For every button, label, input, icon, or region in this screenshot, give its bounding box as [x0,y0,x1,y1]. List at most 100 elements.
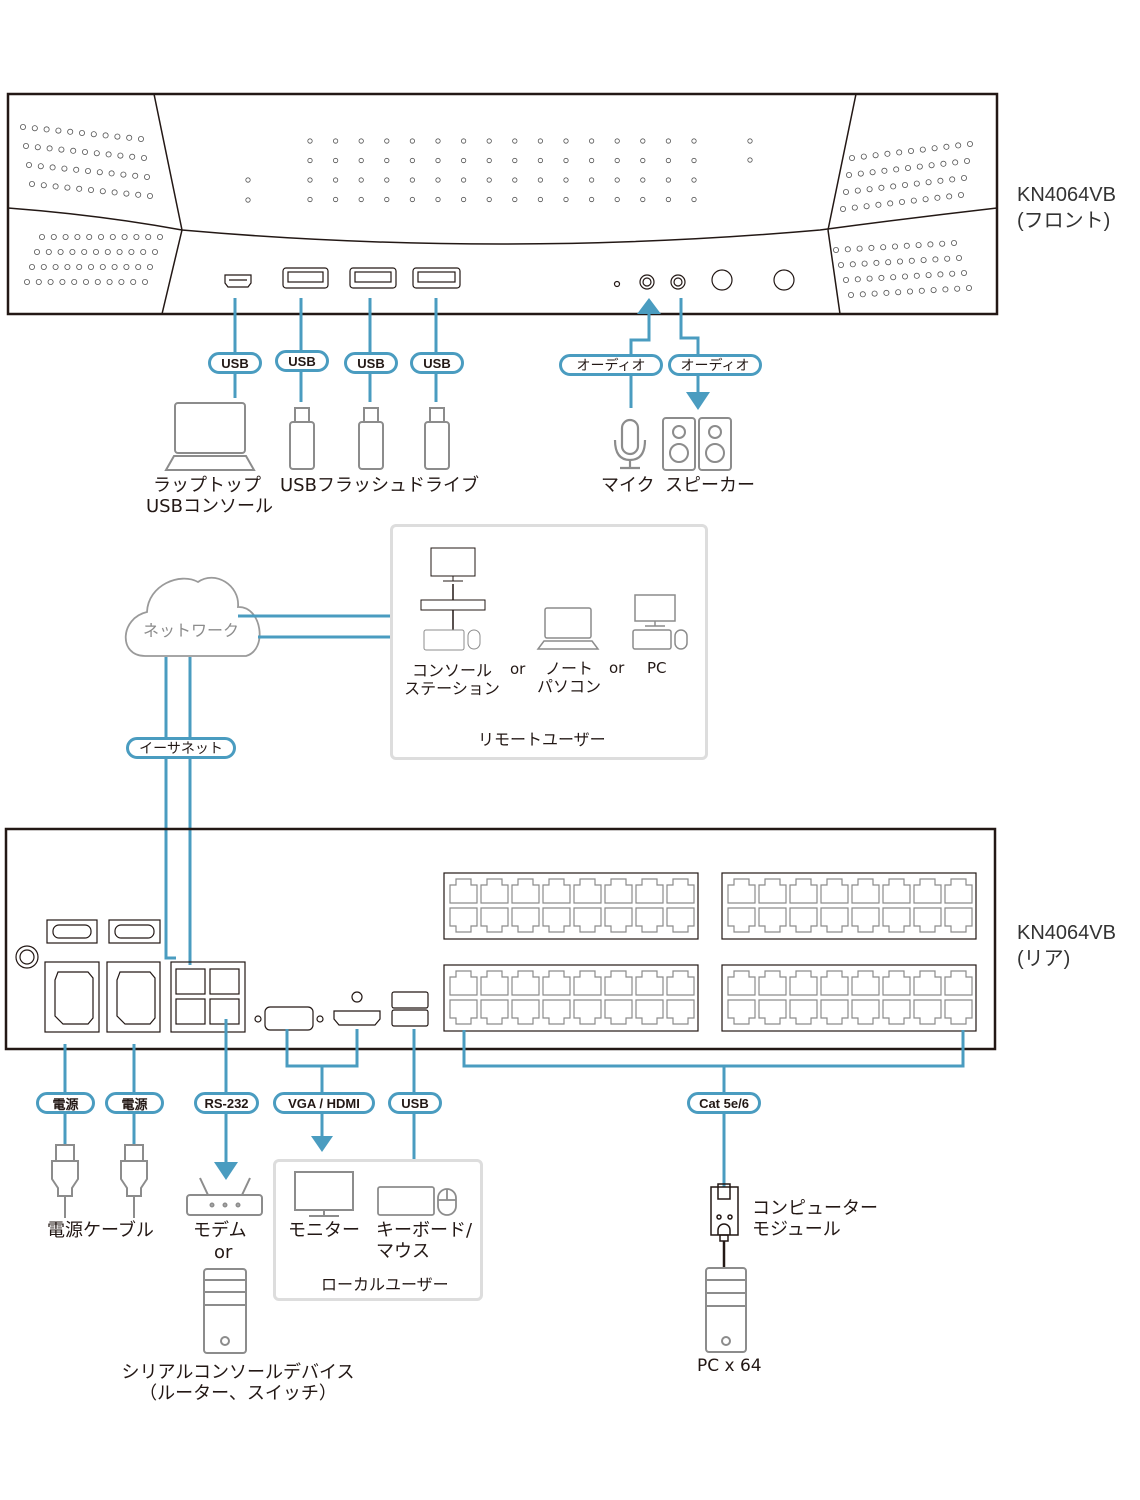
vent-hole [129,153,136,160]
vent-hole [37,163,44,170]
front-ports [224,267,795,291]
vent-hole [85,167,92,174]
vent-hole [588,177,595,183]
vent-hole [563,177,569,183]
vent-hole [907,288,914,295]
vent-hole [897,258,904,265]
vent-hole [67,128,74,135]
computer-module-caption: コンピューター モジュール [752,1198,878,1240]
vent-hole [905,164,912,171]
vent-hole [928,162,935,169]
rj45-port [820,878,849,904]
vent-hole [930,287,937,294]
front-button-1 [711,269,733,291]
network-cloud-label: ネットワーク [143,621,240,640]
vent-hole [944,255,951,262]
vent-hole [99,188,106,195]
rear-device-label: KN4064VB (リア) [1017,920,1116,972]
mini-usb-port [224,274,252,288]
rj45-port [913,999,942,1025]
rj45-port [573,999,602,1025]
vent-hole [384,177,390,183]
usb-port-1 [282,267,329,289]
vent-hole [117,152,124,159]
vent-hole [844,246,851,253]
vent-hole [873,259,880,266]
vent-hole [71,278,78,285]
vent-hole [640,157,646,164]
vent-hole [460,177,467,183]
vent-hole [925,179,932,186]
vent-hole [126,134,133,141]
hdmi-port [333,1010,381,1026]
vent-hole [486,177,492,183]
vent-hole [859,291,866,298]
rj45-port [727,970,756,996]
vent-hole [890,274,897,281]
vent-hole [949,176,956,183]
vent-hole [123,263,130,270]
vent-hole [958,191,965,198]
vent-hole [563,157,569,164]
vent-hole [563,196,569,203]
vent-hole [691,177,697,183]
vent-hole [104,248,111,255]
vent-hole [537,138,544,144]
vent-hole [55,127,62,134]
mic-arrow-up [637,298,661,314]
rear-usb-port-1 [391,991,429,1009]
vent-hole [919,146,926,153]
vent-hole [691,157,697,164]
vent-hole [98,233,105,240]
console-station-caption: コンソール ステーション [404,661,500,699]
vent-hole [951,239,958,246]
rear-ports [15,919,429,1033]
rj45-port [635,970,664,996]
modem-arrow-down [214,1162,238,1180]
vent-hole [62,233,69,240]
vent-hole [838,261,845,268]
vent-hole [83,278,90,285]
usb-port-3 [412,267,461,289]
vent-hole [73,166,80,173]
audio-pill-mic: オーディオ [559,354,663,376]
vent-hole [918,287,925,294]
vent-hole [332,138,339,144]
vent-hole [108,170,115,177]
rj45-port [882,907,911,933]
vent-hole [537,157,544,164]
vent-hole [307,138,313,144]
vent-hole [25,161,32,168]
usb-pill-laptop: USB [208,352,262,374]
speaker-icon [662,417,732,471]
vent-hole [76,185,83,192]
vent-hole [22,142,29,149]
mic-caption: マイク [601,475,655,496]
vent-hole [892,243,899,250]
vent-hole [920,257,927,264]
monitor-icon [294,1171,354,1217]
rj45-port [882,878,911,904]
vent-hole [861,260,868,267]
vent-hole [937,271,944,278]
vent-hole [35,278,42,285]
vent-hole [82,148,89,155]
network-cables [164,614,390,965]
usb-flash-drive-icon [289,407,450,470]
vent-hole [140,248,147,255]
vent-hole [93,150,100,157]
rj45-port [789,878,818,904]
rear-panel [4,827,997,1051]
vent-hole [45,248,52,255]
rj45-port [542,970,571,996]
rj45-port [882,970,911,996]
vent-hole [943,143,950,150]
rs232-pill: RS-232 [194,1092,259,1114]
vent-hole [614,196,620,203]
vent-hole [967,140,974,147]
vent-hole [69,248,76,255]
vent-hole [146,263,153,270]
rj45-port [511,970,540,996]
rj45-port [480,878,509,904]
rj45-port [666,907,695,933]
